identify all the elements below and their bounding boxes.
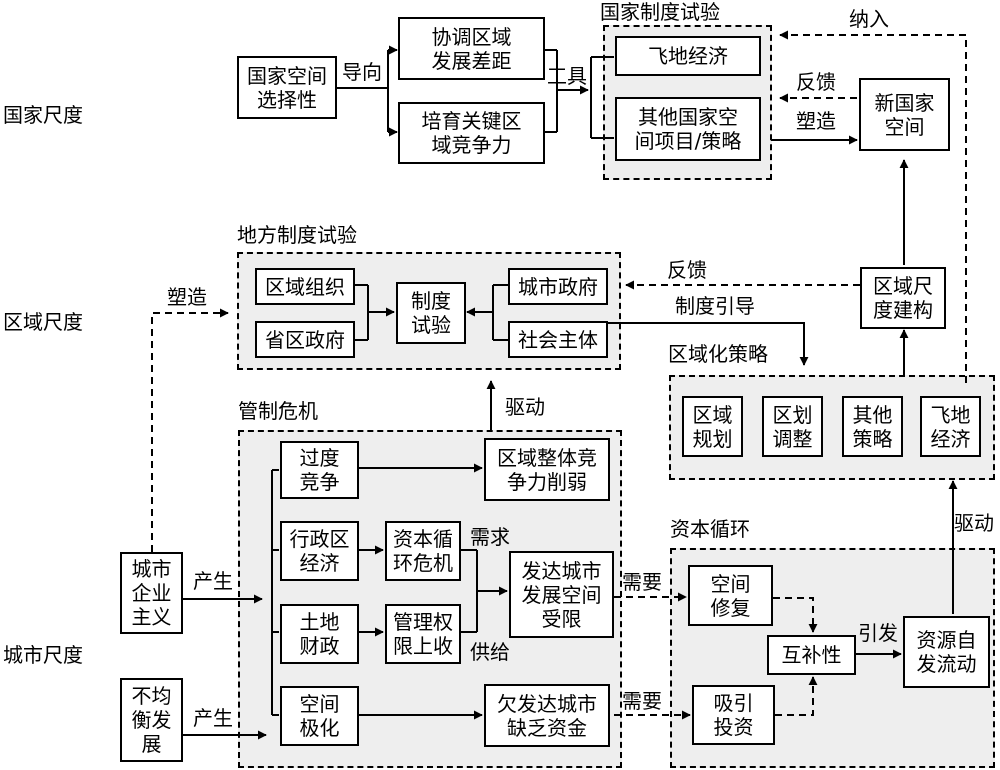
edge-label-trigger: 引发 [858, 621, 898, 645]
edge-label-demand: 需求 [470, 525, 510, 549]
box-social-actors: 社会主体 [508, 321, 608, 358]
edge-label-incorporate: 纳入 [849, 7, 889, 31]
box-cultivate-key-region: 培育关键区 域竞争力 [398, 102, 545, 164]
edge-label-tool: 工具 [547, 64, 587, 88]
box-urban-entrepreneurialism: 城市 企业 主义 [120, 552, 183, 634]
edge-label-produce-2: 产生 [193, 706, 233, 730]
box-administrative-economy: 行政区 经济 [280, 521, 359, 581]
edge-label-shape-national: 塑造 [796, 109, 836, 133]
edge-label-drive-right: 驱动 [954, 511, 994, 535]
box-enclave-economy-national: 飞地经济 [615, 36, 761, 76]
edge-label-supply: 供给 [470, 640, 510, 664]
group-title-national-experiment: 国家制度试验 [600, 0, 720, 24]
box-institutional-experiment: 制度 试验 [396, 282, 466, 344]
group-title-governance-crisis: 管制危机 [238, 399, 318, 423]
scale-label-urban: 城市尺度 [3, 643, 83, 667]
box-enclave-economy-regional: 飞地 经济 [920, 396, 981, 457]
box-uneven-development: 不均 衡发 展 [120, 678, 183, 762]
scale-label-national: 国家尺度 [3, 103, 83, 127]
box-coordinate-regional-gap: 协调区域 发展差距 [398, 17, 545, 80]
group-title-capital-cycle: 资本循环 [670, 517, 750, 541]
edge-label-feedback-national: 反馈 [796, 70, 836, 94]
box-regional-scale-construction: 区域尺 度建构 [860, 267, 946, 329]
scale-label-regional: 区域尺度 [3, 310, 83, 334]
box-developed-city-space-limited: 发达城市 发展空间 受限 [509, 551, 614, 638]
box-capital-cycle-crisis: 资本循 环危机 [385, 521, 461, 581]
edge-label-produce-1: 产生 [193, 569, 233, 593]
edge-institutional-guidance [602, 322, 809, 366]
box-national-spatial-selectivity: 国家空间 选择性 [237, 56, 337, 119]
box-other-strategies: 其他 策略 [842, 396, 903, 457]
box-land-finance: 土地 财政 [280, 604, 359, 664]
box-new-state-space: 新国家 空间 [859, 78, 950, 151]
edge-label-need-2: 需要 [622, 689, 662, 713]
edge-label-guide: 导向 [342, 60, 382, 84]
box-provincial-government: 省区政府 [255, 321, 355, 358]
box-spatial-fix: 空间 修复 [688, 565, 773, 626]
box-other-national-projects: 其他国家空 间项目/策略 [615, 97, 761, 161]
edge-label-need-1: 需要 [622, 570, 662, 594]
box-management-power-recentralized: 管理权 限上收 [385, 604, 461, 664]
edge-label-shape-regional: 塑造 [167, 285, 207, 309]
edge-label-feedback-regional: 反馈 [667, 258, 707, 282]
group-title-regionalization-strategy: 区域化策略 [668, 342, 768, 366]
box-excessive-competition: 过度 竞争 [280, 441, 359, 499]
edge-label-institutional-guidance: 制度引导 [675, 294, 755, 318]
box-spatial-polarization: 空间 极化 [280, 686, 359, 746]
box-regional-competitiveness-weakened: 区域整体竞 争力削弱 [484, 438, 610, 501]
box-underdeveloped-city-lacks-capital: 欠发达城市 缺乏资金 [484, 684, 610, 747]
edge-incorporate [779, 30, 967, 383]
box-regional-organization: 区域组织 [255, 268, 355, 305]
group-title-local-experiment: 地方制度试验 [237, 223, 357, 247]
box-zoning-adjustment: 区划 调整 [762, 396, 823, 457]
box-spontaneous-resource-flow: 资源自 发流动 [903, 616, 990, 688]
edge-shape-regional [151, 308, 229, 552]
box-attract-investment: 吸引 投资 [692, 685, 775, 745]
edge-label-drive-up: 驱动 [505, 395, 545, 419]
box-complementarity: 互补性 [767, 635, 856, 675]
edge-goals-bracket-right [545, 49, 558, 133]
box-regional-planning: 区域 规划 [682, 396, 743, 457]
box-city-government: 城市政府 [508, 268, 608, 305]
